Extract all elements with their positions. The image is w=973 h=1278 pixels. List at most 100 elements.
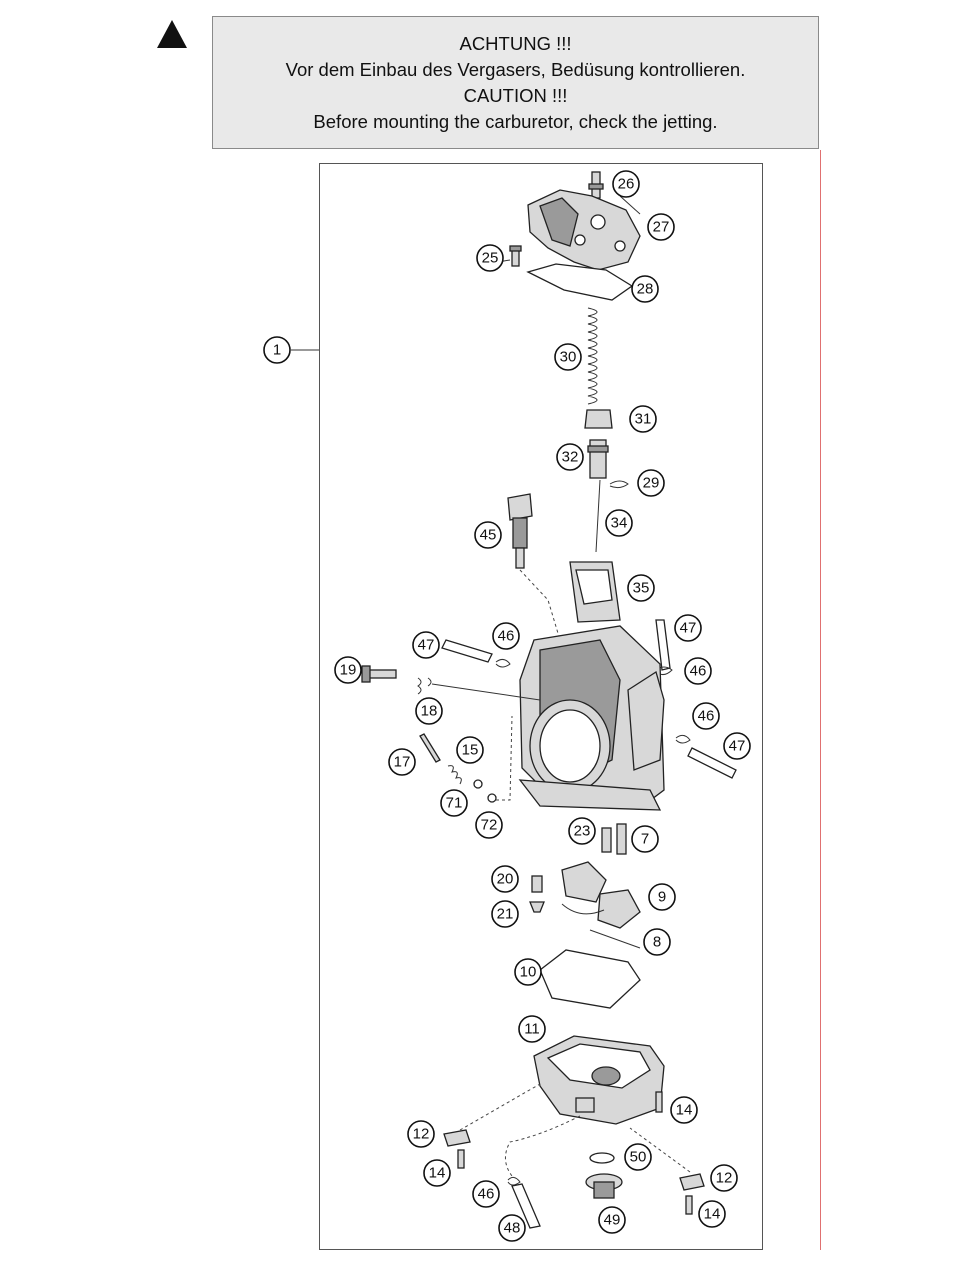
callout-25: 25 <box>476 244 504 272</box>
leader-12a <box>459 1083 541 1131</box>
part-gasket-10 <box>539 949 641 1009</box>
callout-27: 27 <box>647 213 675 241</box>
callout-28: 28 <box>631 275 659 303</box>
part-cap-31 <box>584 409 613 429</box>
svg-text:46: 46 <box>698 708 715 725</box>
svg-text:8: 8 <box>653 934 661 951</box>
svg-text:14: 14 <box>676 1102 693 1119</box>
svg-text:47: 47 <box>729 738 746 755</box>
part-float-bowl-11 <box>533 1035 665 1125</box>
part-gasket-28 <box>526 263 634 301</box>
leader-45 <box>519 569 561 641</box>
leader-hose <box>505 1115 581 1177</box>
callout-34: 34 <box>605 509 633 537</box>
callout-21: 21 <box>491 900 519 928</box>
part-valve-20 <box>531 875 543 893</box>
leader-72 <box>496 715 513 801</box>
svg-text:11: 11 <box>524 1021 540 1038</box>
svg-text:35: 35 <box>633 580 650 597</box>
svg-text:26: 26 <box>618 176 635 193</box>
svg-text:49: 49 <box>604 1212 621 1229</box>
callout-46-lower: 46 <box>692 702 720 730</box>
svg-text:1: 1 <box>273 342 281 359</box>
callout-9: 9 <box>648 883 676 911</box>
part-plate-12a <box>443 1129 471 1147</box>
svg-text:21: 21 <box>497 906 514 923</box>
callout-29: 29 <box>637 469 665 497</box>
part-spring-15 <box>447 765 462 785</box>
part-washer-71 <box>473 779 483 789</box>
callout-45: 45 <box>474 521 502 549</box>
callout-71: 71 <box>440 789 468 817</box>
part-plate-12b <box>679 1173 705 1191</box>
leader-12b <box>629 1127 691 1173</box>
callout-8: 8 <box>643 928 671 956</box>
part-screw-14c <box>685 1195 693 1215</box>
part-oring-50 <box>589 1152 615 1164</box>
callout-18: 18 <box>415 697 443 725</box>
leader-26-27 <box>619 195 641 215</box>
svg-text:18: 18 <box>421 703 438 720</box>
callout-46-right: 46 <box>684 657 712 685</box>
svg-text:20: 20 <box>497 871 514 888</box>
svg-text:19: 19 <box>340 662 357 679</box>
svg-text:47: 47 <box>418 637 435 654</box>
svg-text:12: 12 <box>413 1126 430 1143</box>
part-oring-72 <box>487 793 497 803</box>
svg-text:17: 17 <box>394 754 411 771</box>
part-nipple-26 <box>588 171 604 199</box>
callout-7: 7 <box>631 825 659 853</box>
part-jet-7 <box>616 823 627 855</box>
warning-triangle-icon <box>157 20 187 48</box>
svg-text:34: 34 <box>611 515 628 532</box>
part-tube-47a <box>655 619 671 671</box>
caution-line-de-text: Vor dem Einbau des Vergasers, Bedüsung k… <box>285 59 746 80</box>
callout-31: 31 <box>629 405 657 433</box>
part-tube-47c <box>687 747 737 779</box>
part-drain-plug-49 <box>585 1173 623 1199</box>
part-float-9 <box>561 861 641 929</box>
callout-12-left: 12 <box>407 1120 435 1148</box>
caution-line-en-title: CAUTION !!! <box>463 85 568 106</box>
caution-box: ACHTUNG !!! Vor dem Einbau des Vergasers… <box>212 16 819 149</box>
leader-18 <box>431 683 541 701</box>
callout-35: 35 <box>627 574 655 602</box>
part-clip-46c <box>675 734 691 744</box>
svg-text:9: 9 <box>658 889 666 906</box>
callout-14-left: 14 <box>423 1159 451 1187</box>
callout-32: 32 <box>556 443 584 471</box>
caution-line-de-title: ACHTUNG !!! <box>459 33 572 54</box>
part-jet-23 <box>601 827 612 853</box>
callout-49: 49 <box>598 1206 626 1234</box>
callout-14-bottom: 14 <box>698 1200 726 1228</box>
part-carburetor-body <box>518 625 665 811</box>
part-screw-14b <box>457 1149 465 1169</box>
callout-48: 48 <box>498 1214 526 1242</box>
svg-text:45: 45 <box>480 527 497 544</box>
part-clip-46d <box>507 1176 521 1186</box>
callout-19: 19 <box>334 656 362 684</box>
svg-text:46: 46 <box>498 628 515 645</box>
part-screw-19 <box>361 665 397 683</box>
part-clip-46a <box>495 658 511 668</box>
svg-text:31: 31 <box>635 411 652 428</box>
callout-47-lower: 47 <box>723 732 751 760</box>
part-adjuster-45 <box>507 493 533 569</box>
svg-text:14: 14 <box>704 1206 721 1223</box>
part-pin-8 <box>589 929 641 949</box>
callout-30: 30 <box>554 343 582 371</box>
svg-text:46: 46 <box>690 663 707 680</box>
callout-20: 20 <box>491 865 519 893</box>
part-top-cover-27 <box>527 189 641 271</box>
part-holder-32 <box>587 439 609 479</box>
svg-text:48: 48 <box>504 1220 521 1237</box>
callout-72: 72 <box>475 811 503 839</box>
assembly-frame <box>319 163 763 1250</box>
part-spring-30 <box>587 307 598 405</box>
svg-text:12: 12 <box>716 1170 733 1187</box>
svg-text:15: 15 <box>462 742 479 759</box>
svg-text:27: 27 <box>653 219 670 236</box>
callout-14-right: 14 <box>670 1096 698 1124</box>
part-seat-21 <box>529 901 545 913</box>
